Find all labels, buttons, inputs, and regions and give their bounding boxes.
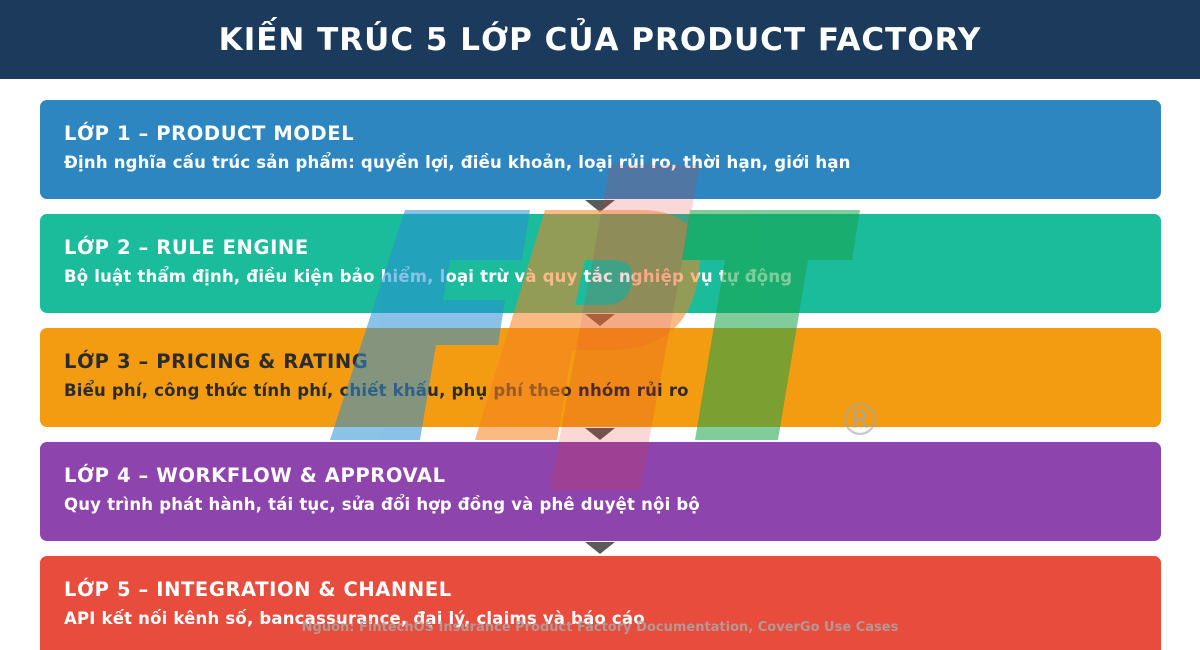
layer-3-description: Biểu phí, công thức tính phí, chiết khấu… [64, 381, 689, 400]
layer-3-title: LỚP 3 – PRICING & RATING [64, 350, 369, 373]
layer-4-box: LỚP 4 – WORKFLOW & APPROVAL Quy trình ph… [40, 442, 1161, 541]
page-title: KIẾN TRÚC 5 LỚP CỦA PRODUCT FACTORY [218, 21, 982, 58]
layer-4-title: LỚP 4 – WORKFLOW & APPROVAL [64, 464, 446, 487]
layer-5-box: LỚP 5 – INTEGRATION & CHANNEL API kết nố… [40, 556, 1161, 650]
down-arrow-icon [585, 314, 615, 326]
layer-4-description: Quy trình phát hành, tái tục, sửa đổi hợ… [64, 495, 700, 514]
down-arrow-icon [585, 200, 615, 212]
source-note: Nguồn: FintechOS Insurance Product Facto… [301, 620, 899, 635]
layer-3-box: LỚP 3 – PRICING & RATING Biểu phí, công … [40, 328, 1161, 427]
header-bar: KIẾN TRÚC 5 LỚP CỦA PRODUCT FACTORY [0, 0, 1200, 79]
layer-1-box: LỚP 1 – PRODUCT MODEL Định nghĩa cấu trú… [40, 100, 1161, 199]
down-arrow-icon [585, 542, 615, 554]
layer-2-description: Bộ luật thẩm định, điều kiện bảo hiểm, l… [64, 267, 793, 286]
layer-5-description: API kết nối kênh số, bancassurance, đại … [64, 609, 645, 628]
layer-2-title: LỚP 2 – RULE ENGINE [64, 236, 309, 259]
layer-2-box: LỚP 2 – RULE ENGINE Bộ luật thẩm định, đ… [40, 214, 1161, 313]
down-arrow-icon [585, 428, 615, 440]
layer-5-title: LỚP 5 – INTEGRATION & CHANNEL [64, 578, 452, 601]
layer-1-description: Định nghĩa cấu trúc sản phẩm: quyền lợi,… [64, 153, 851, 172]
layer-1-title: LỚP 1 – PRODUCT MODEL [64, 122, 355, 145]
